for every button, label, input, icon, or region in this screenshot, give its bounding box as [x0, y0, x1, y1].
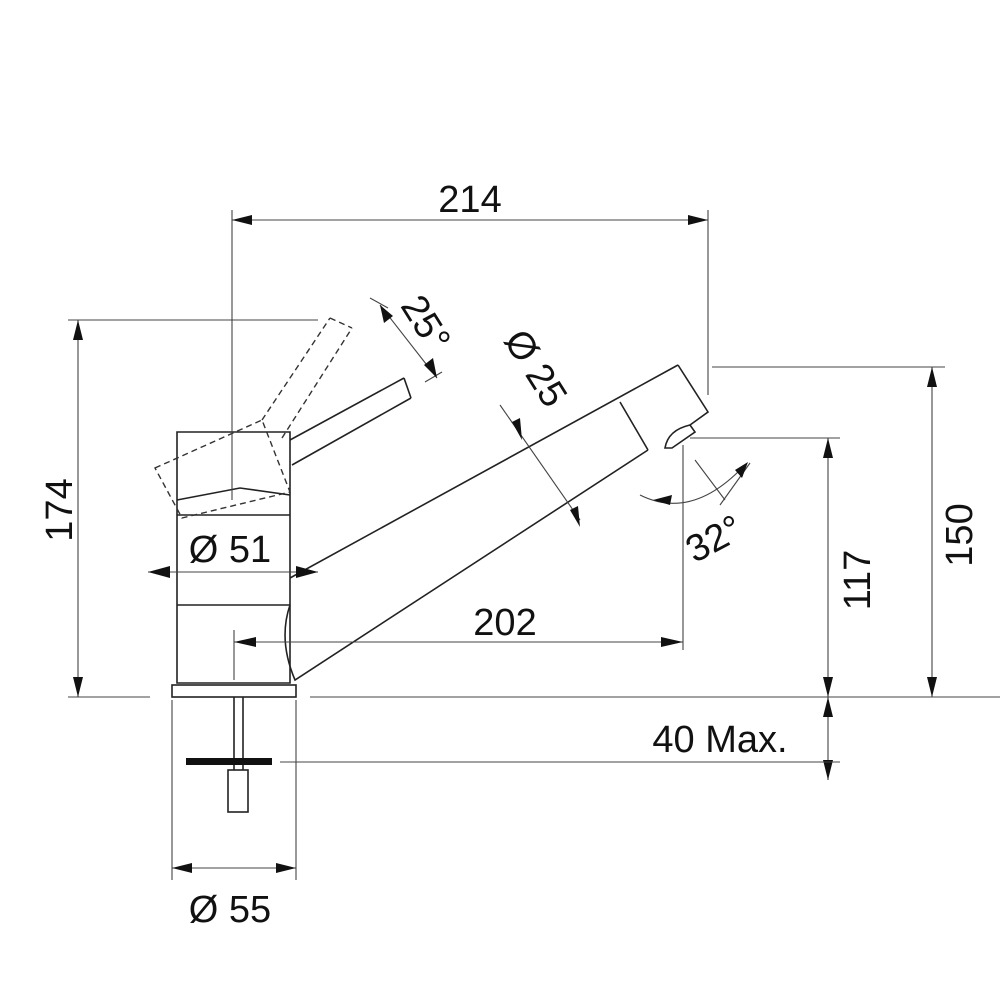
dim-117: 117: [690, 437, 879, 780]
dim-label-40-max: 40 Max.: [652, 719, 787, 761]
dim-label-174: 174: [39, 478, 81, 541]
dim-label-32-degree: 32°: [679, 507, 749, 571]
dim-label-body-diameter: Ø 51: [189, 529, 271, 571]
dim-label-202: 202: [473, 602, 536, 644]
dim-label-25-degree: 25°: [392, 288, 458, 359]
dim-label-117: 117: [837, 550, 879, 611]
dim-40-max: 40 Max.: [280, 719, 840, 763]
dim-150: 150: [712, 366, 981, 697]
lever-open-dashed: [154, 317, 353, 519]
dim-label-214: 214: [438, 179, 501, 221]
dim-label-spout-diameter: Ø 25: [496, 323, 575, 415]
dim-diameter-51: Ø 51: [148, 529, 318, 578]
dim-label-150: 150: [939, 503, 981, 566]
dim-174: 174: [39, 319, 318, 698]
dim-label-base-diameter: Ø 55: [189, 889, 271, 931]
dim-214: 214: [231, 179, 709, 500]
mounting-shank: [186, 697, 272, 813]
dim-25-degree: 25°: [369, 288, 458, 383]
spout: [284, 364, 710, 682]
dim-32-degree: 32°: [639, 459, 751, 571]
dim-diameter-25: Ø 25: [496, 323, 581, 527]
dim-diameter-55: Ø 55: [171, 700, 297, 931]
dim-202: 202: [233, 445, 684, 680]
lever-handle: [289, 377, 412, 466]
